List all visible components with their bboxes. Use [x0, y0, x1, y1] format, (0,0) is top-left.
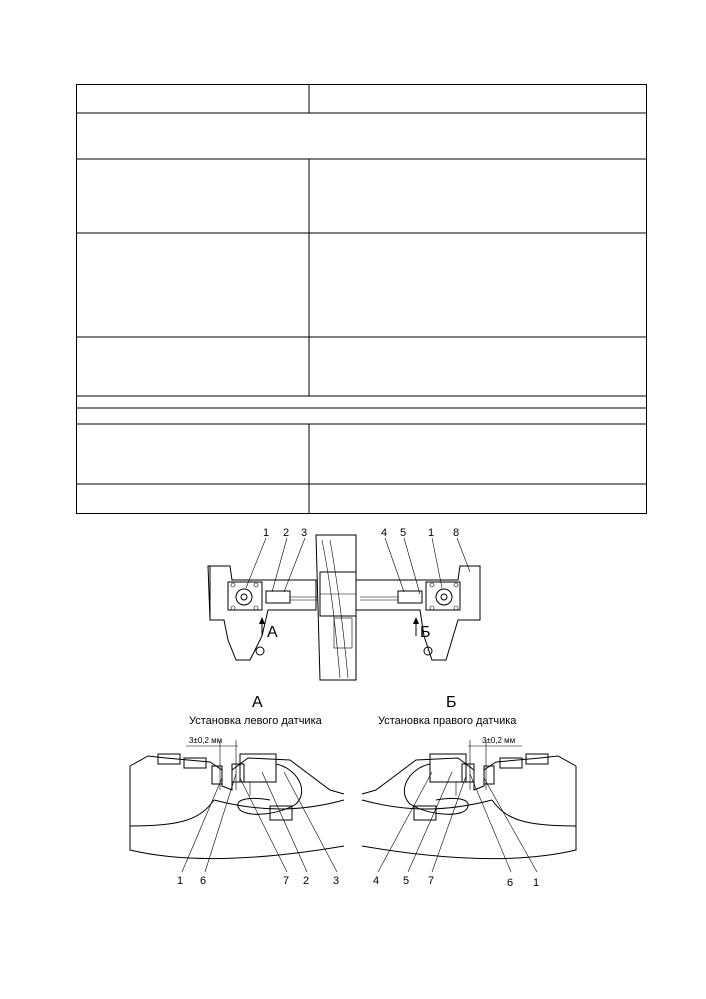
spec-table — [76, 84, 647, 514]
view-a-callout-2: 2 — [303, 875, 309, 887]
view-a-callout-3: 3 — [333, 875, 339, 887]
callout-top-4: 4 — [381, 527, 387, 539]
view-b-callout-7: 7 — [428, 875, 434, 887]
view-a-leaders — [181, 771, 338, 873]
table-grid — [76, 84, 647, 514]
callout-top-8: 8 — [453, 527, 459, 539]
callout-top-5: 5 — [400, 527, 406, 539]
axle-assembly-drawing — [207, 534, 481, 681]
view-a-callout-1: 1 — [177, 875, 183, 887]
view-mark-a: А — [267, 624, 278, 641]
view-b-caption: Установка правого датчика — [378, 715, 517, 727]
view-b-drawing — [361, 740, 577, 860]
view-b-callout-1: 1 — [533, 877, 539, 889]
callout-top-1: 1 — [263, 527, 269, 539]
view-a-callout-6: 6 — [200, 875, 206, 887]
view-b-letter: Б — [446, 694, 457, 711]
callout-top-1b: 1 — [428, 527, 434, 539]
view-b-callout-6: 6 — [507, 877, 513, 889]
view-b-leaders — [377, 771, 538, 873]
view-mark-b: Б — [420, 624, 431, 641]
view-a-dimension: 3±0,2 мм — [189, 736, 222, 745]
view-b-callout-4: 4 — [373, 875, 379, 887]
callout-top-3: 3 — [301, 527, 307, 539]
view-a-drawing — [129, 740, 345, 860]
view-a-callout-7: 7 — [283, 875, 289, 887]
view-a-caption: Установка левого датчика — [189, 715, 323, 727]
view-b-dimension: 3±0,2 мм — [482, 736, 515, 745]
callout-top-2: 2 — [283, 527, 289, 539]
view-a-letter: А — [252, 694, 263, 711]
view-b-callout-5: 5 — [403, 875, 409, 887]
